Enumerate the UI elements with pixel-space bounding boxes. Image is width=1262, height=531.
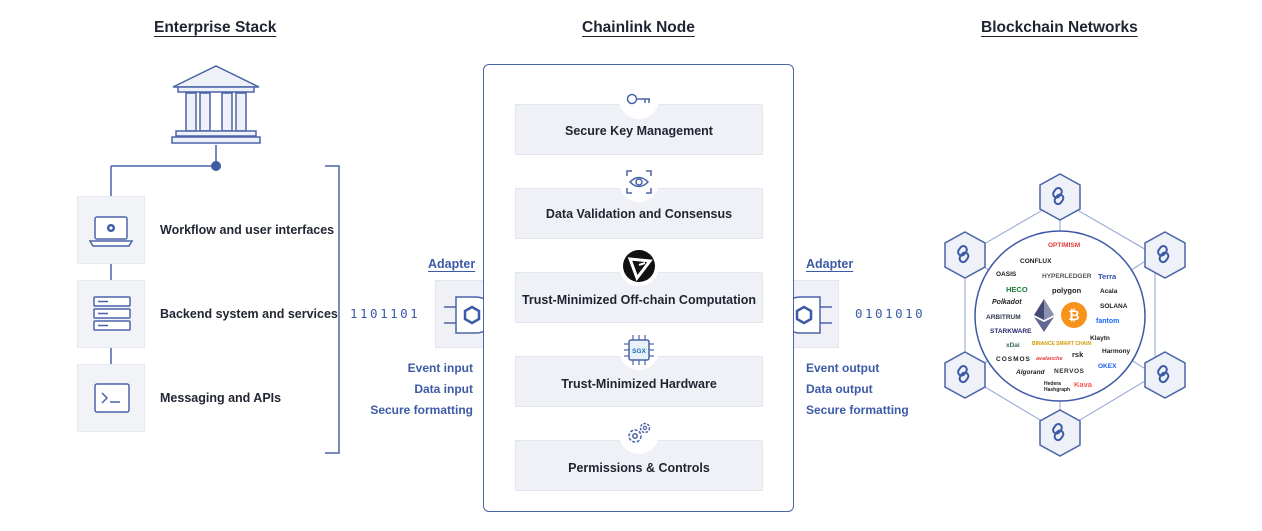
row-label-backend: Backend system and services <box>160 307 338 321</box>
chainlink-triangle-icon <box>619 246 659 286</box>
left-adapter-title: Adapter <box>428 257 476 271</box>
network-logo: rsk <box>1072 350 1084 359</box>
sgx-chip-icon: SGX <box>619 330 659 370</box>
chip-text: SGX <box>632 348 646 355</box>
chain-hex-node-lower-left <box>944 351 986 399</box>
network-logo: OKEX <box>1098 363 1117 370</box>
network-logo: Terra <box>1098 272 1117 281</box>
chainlink-link-icon <box>1052 187 1065 206</box>
network-logo: avalanche <box>1036 356 1063 362</box>
right-adapter-title: Adapter <box>806 257 854 271</box>
bitcoin-icon: ₿ <box>1061 302 1087 328</box>
chain-hex-node-upper-left <box>944 231 986 279</box>
network-logo: ARBITRUM <box>986 314 1021 321</box>
network-logo: HECO <box>1006 285 1028 294</box>
network-logo: Hedera Hashgraph <box>1044 381 1071 393</box>
messaging-icon-box <box>77 364 145 432</box>
chain-hex-node-top <box>1039 173 1081 221</box>
service-label: Trust-Minimized Hardware <box>561 376 717 391</box>
network-logo: Kava <box>1074 380 1092 389</box>
service-label: Permissions & Controls <box>568 460 710 475</box>
left-bits: 1101101 <box>350 306 421 321</box>
key-icon <box>619 79 659 119</box>
network-logo: Acala <box>1100 288 1118 295</box>
service-label: Data Validation and Consensus <box>545 206 733 221</box>
backend-icon-box <box>77 280 145 348</box>
laptop-gear-icon <box>88 216 134 247</box>
enterprise-stack-title: Enterprise Stack <box>154 19 277 36</box>
network-logo: xDai <box>1006 342 1020 349</box>
ethereum-icon <box>1034 299 1054 332</box>
terminal-prompt-icon <box>94 383 130 413</box>
gears-icon <box>619 414 659 454</box>
workflow-icon-box <box>77 196 145 264</box>
network-logo: NERVOS <box>1054 368 1085 375</box>
network-logo: fantom <box>1096 318 1120 325</box>
chainlink-link-icon <box>957 365 970 384</box>
chainlink-link-icon <box>957 245 970 264</box>
row-label-workflow: Workflow and user interfaces <box>160 223 335 237</box>
row-label-messaging: Messaging and APIs <box>160 391 282 405</box>
network-logo: polygon <box>1052 286 1082 295</box>
eye-scan-icon <box>619 162 659 202</box>
server-rack-icon <box>93 296 131 331</box>
network-logo: STARKWARE <box>990 328 1032 335</box>
chain-hex-node-bottom <box>1039 409 1081 457</box>
right-adapter-line-1: Event output <box>806 361 880 375</box>
left-adapter-line-1: Event input <box>407 361 473 375</box>
network-logo: HYPERLEDGER <box>1042 273 1092 280</box>
network-logo: Klaytn <box>1090 335 1110 342</box>
service-label: Trust-Minimized Off-chain Computation <box>521 292 756 307</box>
ethereum-bitcoin-logos: ₿ <box>1034 299 1087 332</box>
network-logo: COSMOS <box>996 356 1031 363</box>
svg-text:₿: ₿ <box>1068 307 1079 323</box>
service-label: Secure Key Management <box>565 123 713 138</box>
network-logo: OASIS <box>996 271 1017 278</box>
network-logo: OPTIMISM <box>1048 242 1081 249</box>
network-logo: Harmony <box>1102 348 1131 355</box>
chain-hex-node-upper-right <box>1144 231 1186 279</box>
right-adapter-line-2: Data output <box>806 382 873 396</box>
network-logo: Algorand <box>1016 369 1045 376</box>
network-logo: SOLANA <box>1100 303 1128 310</box>
chain-hex-node-lower-right <box>1144 351 1186 399</box>
network-logo: CONFLUX <box>1020 258 1052 265</box>
right-bits: 0101010 <box>855 306 926 321</box>
chainlink-link-icon <box>1157 365 1170 384</box>
bank-building-icon <box>171 65 261 144</box>
chainlink-link-icon <box>1157 245 1170 264</box>
chainlink-link-icon <box>1052 423 1065 442</box>
left-adapter-line-3: Secure formatting <box>370 403 473 417</box>
blockchain-networks-title: Blockchain Networks <box>981 19 1138 36</box>
network-logo: Polkadot <box>992 299 1022 306</box>
left-adapter-line-2: Data input <box>414 382 473 396</box>
chainlink-node-title: Chainlink Node <box>582 19 695 36</box>
right-adapter-line-3: Secure formatting <box>806 403 909 417</box>
network-logo: BINANCE SMART CHAIN <box>1032 341 1092 347</box>
